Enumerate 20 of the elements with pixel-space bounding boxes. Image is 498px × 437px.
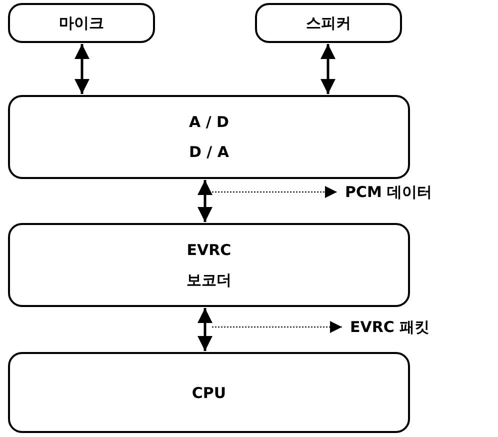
process-box (8, 3, 155, 43)
arrow (212, 186, 338, 198)
arrow (198, 180, 212, 222)
signal-label: EVRC 패킷 (350, 317, 430, 338)
box-label: 마이크 (59, 13, 104, 34)
arrow (198, 308, 212, 351)
box-label: EVRC (186, 240, 232, 261)
box-label: A / D (189, 112, 229, 133)
process-box (8, 95, 410, 179)
signal-label: PCM 데이터 (345, 182, 432, 203)
box-label: D / A (189, 142, 229, 163)
box-label: 스피커 (306, 13, 351, 34)
arrow (74, 44, 90, 94)
process-box (255, 3, 402, 43)
box-label: 보코더 (186, 270, 232, 291)
process-box (8, 352, 410, 433)
arrow (320, 44, 336, 94)
box-label: CPU (192, 382, 226, 404)
process-box (8, 223, 410, 307)
arrow (212, 321, 342, 333)
